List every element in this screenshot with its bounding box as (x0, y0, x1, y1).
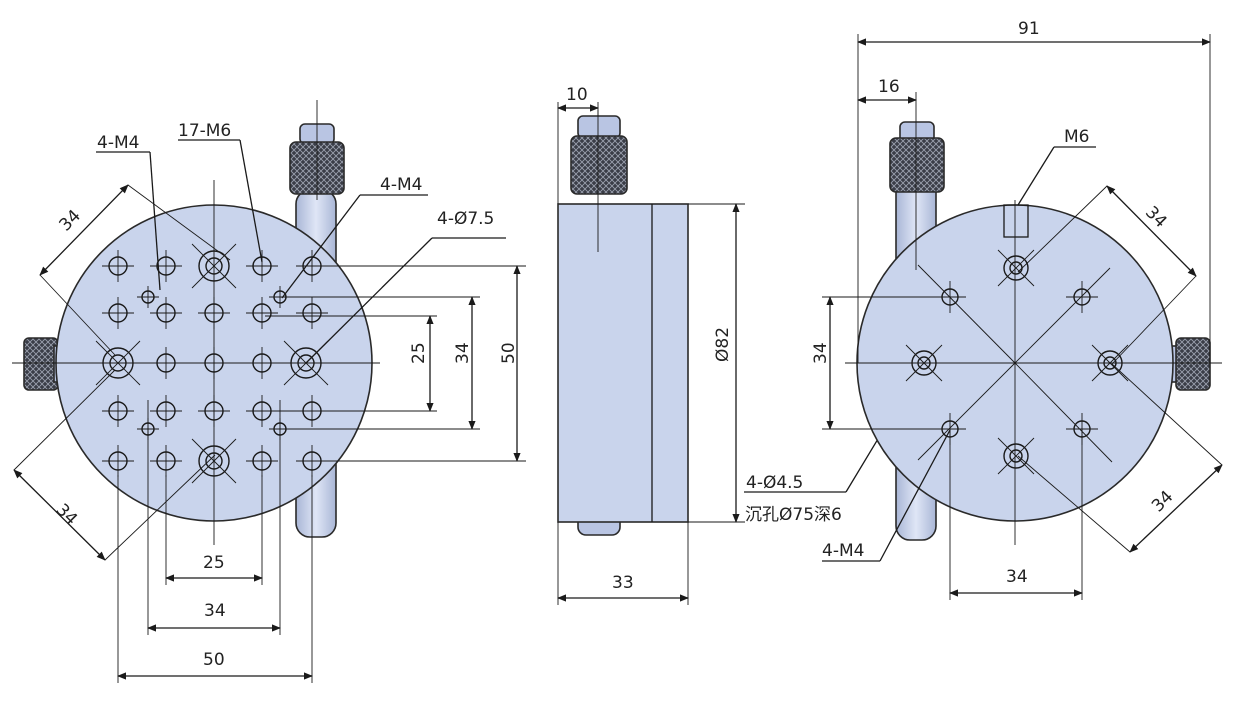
through-hole (997, 249, 1035, 287)
through-hole (1091, 344, 1129, 382)
counterbore-hole (191, 243, 237, 289)
m6-hole (198, 297, 230, 329)
m6-hole (150, 250, 182, 282)
rear-knurl-icon (889, 137, 945, 193)
rear-dim-v-34: 34 (811, 342, 831, 364)
front-dim-v-25: 25 (409, 342, 429, 364)
rear-dim-91: 91 (1018, 19, 1040, 39)
front-dim-v-34: 34 (453, 342, 473, 364)
rear-dim-diag-top: 34 (1141, 203, 1170, 232)
front-dim-v-50: 50 (499, 342, 519, 364)
m6-hole (198, 395, 230, 427)
front-callout-17m6: 17-M6 (178, 121, 231, 141)
through-hole (905, 344, 943, 382)
m4-hole (137, 286, 159, 308)
rear-callout-m6: M6 (1064, 127, 1089, 147)
m6-hole (150, 395, 182, 427)
m6-hole (246, 250, 278, 282)
callout-4d45: 4-Ø4.5 (746, 473, 803, 493)
rear-callout-4m4: 4-M4 (822, 541, 864, 561)
front-view: 34 34 25 34 50 25 34 50 4- (12, 100, 526, 683)
through-hole (997, 437, 1035, 475)
m6-hole (296, 297, 328, 329)
counterbore-hole (191, 438, 237, 484)
side-body (557, 203, 689, 523)
callout-counterbore: 沉孔Ø75深6 (745, 505, 842, 525)
m4-hole (1066, 281, 1098, 313)
front-dim-h-34: 34 (204, 601, 226, 621)
front-callout-4m4-right: 4-M4 (380, 175, 422, 195)
side-dim-33: 33 (612, 573, 634, 593)
m6-hole (246, 347, 278, 379)
m6-hole (102, 445, 134, 477)
front-callout-4d75: 4-Ø7.5 (437, 209, 494, 229)
m6-hole (150, 297, 182, 329)
m6-hole (150, 445, 182, 477)
side-view: 10 Ø82 33 4-Ø4.5 沉孔Ø75深6 (557, 85, 923, 605)
front-dim-diag-bottom: 34 (52, 500, 81, 529)
side-dim-d82: Ø82 (713, 327, 733, 362)
side-dim-10: 10 (566, 85, 588, 105)
m6-hole (150, 347, 182, 379)
front-dim-h-50: 50 (203, 650, 225, 670)
m6-hole (102, 395, 134, 427)
rear-dim-h-34: 34 (1006, 567, 1028, 587)
m6-hole (246, 297, 278, 329)
counterbore-hole (95, 340, 141, 386)
m6-hole (102, 297, 134, 329)
front-dim-h-25: 25 (203, 553, 225, 573)
rear-view: 91 16 M6 34 34 34 34 4-M4 (811, 19, 1223, 600)
rear-dim-16: 16 (878, 77, 900, 97)
m6-hole (246, 445, 278, 477)
m6-hole (198, 347, 230, 379)
front-callout-4m4-left: 4-M4 (97, 133, 139, 153)
front-dim-diag-top: 34 (55, 206, 84, 235)
side-knurl-icon (570, 135, 628, 195)
